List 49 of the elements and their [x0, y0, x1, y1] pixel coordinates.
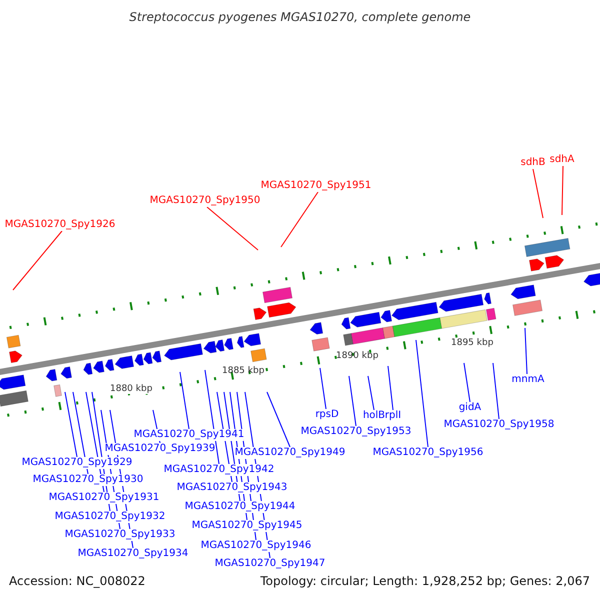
gene-label: MGAS10270_Spy1933: [64, 529, 176, 541]
gene-label: MGAS10270_Spy1951: [260, 180, 372, 192]
leader-line: [64, 392, 78, 458]
leader-line: [320, 368, 326, 410]
scale-label: 1890 kbp: [336, 351, 378, 361]
gene-label: MGAS10270_Spy1944: [184, 501, 296, 513]
leader-line: [524, 328, 528, 374]
gene-label: MGAS10270_Spy1956: [372, 447, 484, 459]
gene-label: MGAS10270_Spy1941: [134, 429, 244, 441]
leader-line: [266, 392, 290, 448]
leader-line: [348, 376, 356, 426]
leader-line: [532, 168, 544, 218]
leader-line: [492, 362, 500, 420]
leader-line: [388, 366, 394, 410]
gene-label: MGAS10270_Spy1931: [48, 492, 160, 504]
leader-line: [204, 370, 220, 464]
scale-label: 1880 kbp: [110, 384, 152, 394]
leader-line: [368, 376, 374, 410]
diagram-title: Streptococcus pyogenes MGAS10270, complete genome: [128, 10, 472, 24]
scale-label: 1885 kbp: [222, 366, 264, 376]
gene-label: MGAS10270_Spy1943: [176, 482, 288, 494]
gene-label: sdhB: [520, 157, 546, 169]
leader-line: [180, 372, 190, 430]
gene-label: MGAS10270_Spy1945: [192, 520, 302, 532]
gene-label: MGAS10270_Spy1946: [200, 540, 312, 552]
scale-label: 1895 kbp: [451, 338, 494, 348]
leader-line: [416, 340, 428, 448]
gene-label: MGAS10270_Spy1929: [22, 457, 132, 469]
gene-label: MGAS10270_Spy1934: [78, 548, 188, 560]
gene-label: rpsD: [315, 409, 339, 421]
leader-line: [280, 192, 318, 248]
gene-label: MGAS10270_Spy1926: [4, 219, 116, 231]
gene-label: MGAS10270_Spy1930: [32, 474, 144, 486]
gene-label: rplI: [384, 410, 402, 422]
gene-label: MGAS10270_Spy1950: [150, 195, 260, 207]
leader-line: [12, 230, 62, 290]
leader-line: [562, 166, 564, 216]
genome-summary-text: Topology: circular; Length: 1,928,252 bp; Genes: 2,067: [260, 574, 590, 588]
gene-label: MGAS10270_Spy1942: [164, 464, 274, 476]
gene-label: MGAS10270_Spy1939: [104, 443, 216, 455]
leader-line: [464, 362, 470, 402]
gene-label: MGAS10270_Spy1949: [234, 447, 346, 459]
gene-label: MGAS10270_Spy1953: [300, 426, 412, 438]
leader-line: [206, 206, 258, 250]
gene-label: MGAS10270_Spy1958: [444, 419, 554, 431]
gene-label: MGAS10270_Spy1932: [54, 511, 166, 523]
gene-label: gidA: [458, 402, 482, 414]
accession-text: Accession: NC_008022: [9, 574, 146, 588]
gene-label: MGAS10270_Spy1947: [214, 558, 326, 570]
